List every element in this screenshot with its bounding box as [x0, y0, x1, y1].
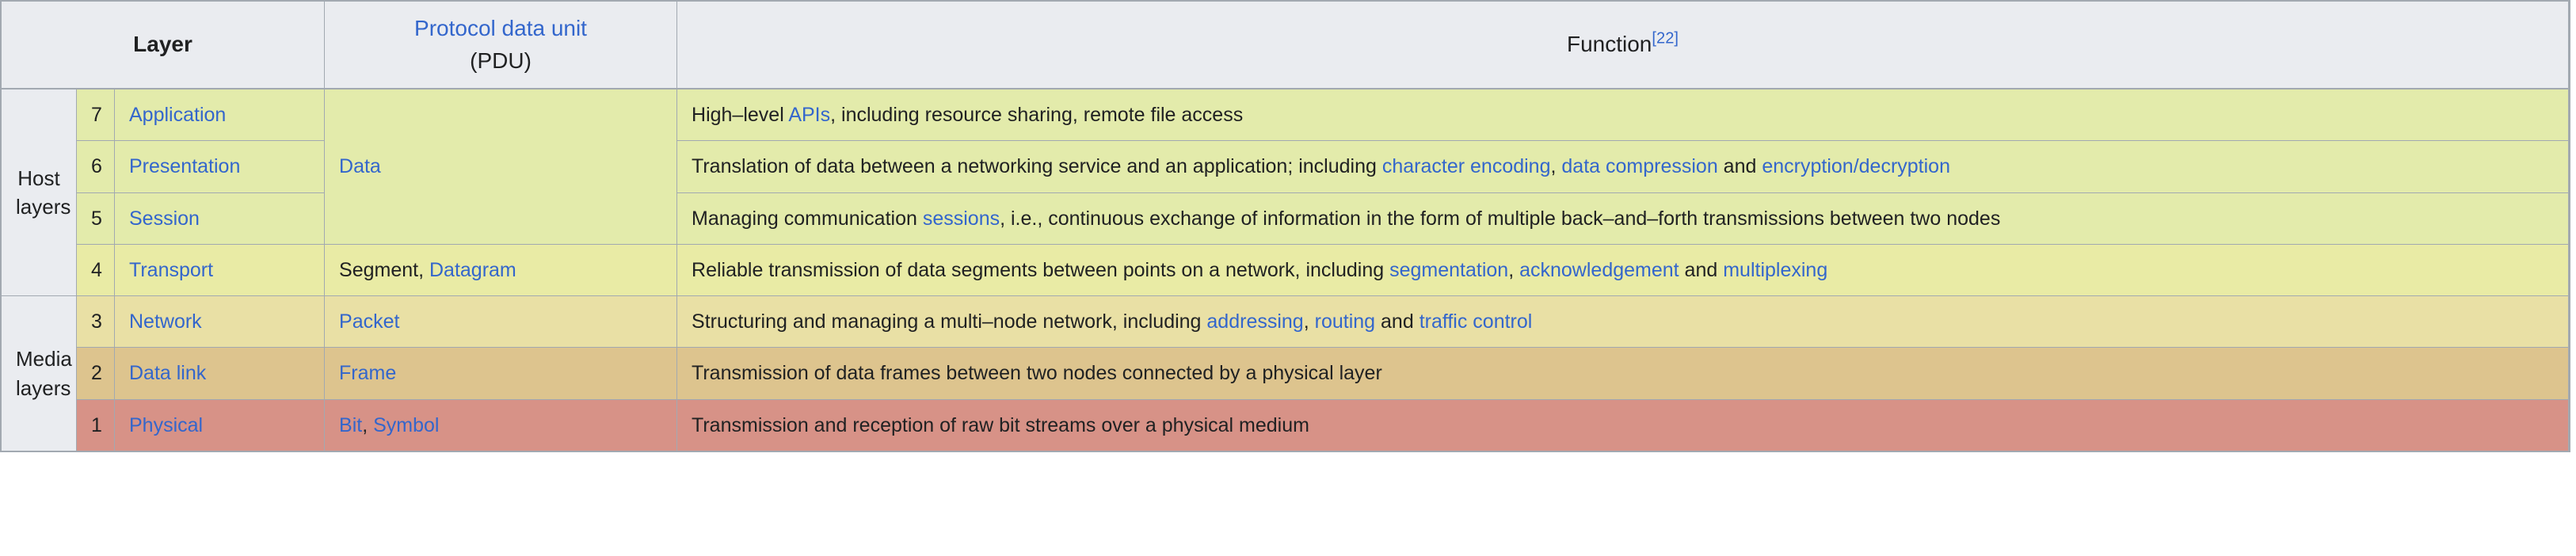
group-label-line1: Host — [17, 166, 60, 190]
pdu-cell-data-link: Frame — [324, 347, 678, 400]
layer-name-network: Network — [113, 295, 326, 348]
layer-link-transport[interactable]: Transport — [129, 258, 214, 281]
layer-link-application[interactable]: Application — [129, 104, 227, 127]
group-cell-host-layers: Host layers — [1, 88, 77, 297]
inline-link[interactable]: character encoding — [1381, 155, 1551, 178]
function-cell-session: Managing communication sessions, i.e., c… — [676, 192, 2569, 245]
inline-link[interactable]: Packet — [339, 310, 400, 333]
layer-name-data-link: Data link — [113, 347, 326, 400]
inline-text: and — [1717, 155, 1762, 178]
inline-link[interactable]: Bit — [339, 413, 363, 436]
inline-text: Translation of data between a networking… — [692, 155, 1382, 178]
layer-number-6: 6 — [76, 140, 115, 193]
layer-number-7: 7 — [76, 88, 115, 142]
layer-link-data-link[interactable]: Data link — [129, 362, 207, 385]
inline-text: , i.e., continuous exchange of informati… — [1000, 207, 2001, 230]
layer-number-1: 1 — [76, 398, 115, 451]
column-header-pdu: Protocol data unit (PDU) — [324, 1, 678, 90]
layer-name-transport: Transport — [113, 243, 326, 297]
layer-name-session: Session — [113, 192, 326, 245]
layer-link-physical[interactable]: Physical — [129, 413, 204, 436]
pdu-cell-data: Data — [324, 88, 678, 245]
inline-text: , — [1303, 310, 1315, 333]
table-row: Media layers 3 Network Packet Structurin… — [1, 295, 2569, 451]
header-row: Layer Protocol data unit (PDU) Function[… — [0, 1, 2569, 90]
function-cell-physical: Transmission and reception of raw bit st… — [676, 398, 2569, 451]
layer-name-application: Application — [113, 88, 326, 142]
layer-link-presentation[interactable]: Presentation — [129, 155, 241, 178]
inline-text: Transmission of data frames between two … — [692, 362, 1382, 385]
pdu-cell-transport: Segment, Datagram — [324, 243, 678, 297]
table-body: Host layers 7 Application Data High–leve… — [1, 88, 2569, 451]
table-row: 1 Physical Bit, Symbol Transmission and … — [2, 398, 2569, 451]
inline-text: , — [418, 258, 429, 281]
table-row: Host layers 7 Application Data High–leve… — [1, 88, 2569, 297]
layer-name-presentation: Presentation — [113, 140, 326, 193]
inline-link[interactable]: acknowledgement — [1519, 258, 1679, 281]
group-label-line1: Media — [16, 347, 72, 371]
inline-text: and — [1679, 258, 1724, 281]
pdu-cell-physical: Bit, Symbol — [324, 398, 678, 451]
column-header-function: Function[22] — [676, 1, 2569, 90]
reference-link-22[interactable]: [22] — [1652, 29, 1679, 48]
inline-text: , — [1550, 155, 1562, 178]
table-row: 4 Transport Segment, Datagram Reliable t… — [2, 243, 2569, 297]
function-cell-network: Structuring and managing a multi–node ne… — [676, 295, 2569, 348]
inline-link[interactable]: traffic control — [1419, 310, 1533, 333]
osi-model-table-container: Layer Protocol data unit (PDU) Function[… — [0, 0, 2570, 452]
reference-superscript[interactable]: [22] — [1652, 30, 1679, 48]
inline-link[interactable]: data compression — [1561, 155, 1718, 178]
group-label-line2: layers — [16, 375, 71, 400]
inline-text: Structuring and managing a multi–node ne… — [692, 310, 1207, 333]
table-header: Layer Protocol data unit (PDU) Function[… — [0, 1, 2569, 90]
pdu-header-link[interactable]: Protocol data unit — [414, 16, 587, 40]
group-label-line2: layers — [16, 195, 71, 219]
inline-link[interactable]: addressing — [1206, 310, 1304, 333]
column-header-layer: Layer — [0, 1, 326, 90]
osi-model-table: Layer Protocol data unit (PDU) Function[… — [0, 1, 2569, 451]
pdu-header-abbrev: (PDU) — [470, 48, 532, 73]
inline-text: and — [1375, 310, 1419, 333]
layer-number-3: 3 — [76, 295, 115, 348]
layer-name-physical: Physical — [113, 398, 326, 451]
inline-link[interactable]: routing — [1314, 310, 1376, 333]
inline-text: Segment — [339, 258, 419, 281]
inline-link[interactable]: Datagram — [429, 258, 516, 281]
inline-text: , — [362, 413, 374, 436]
inline-text: Transmission and reception of raw bit st… — [692, 413, 1309, 436]
pdu-link-data[interactable]: Data — [339, 155, 381, 178]
table-row: 2 Data link Frame Transmission of data f… — [2, 347, 2569, 400]
inline-link[interactable]: sessions — [922, 207, 1000, 230]
function-cell-application: High–level APIs, including resource shar… — [676, 88, 2569, 142]
layer-number-5: 5 — [76, 192, 115, 245]
inline-text: , — [1508, 258, 1520, 281]
inline-link[interactable]: Symbol — [373, 413, 440, 436]
inline-link[interactable]: Frame — [339, 362, 397, 385]
function-cell-data-link: Transmission of data frames between two … — [676, 347, 2569, 400]
inline-text: Reliable transmission of data segments b… — [692, 258, 1390, 281]
inline-link[interactable]: multiplexing — [1723, 258, 1828, 281]
inline-link[interactable]: APIs — [788, 104, 831, 127]
layer-link-session[interactable]: Session — [129, 207, 200, 230]
inline-text: High–level — [692, 104, 789, 127]
function-header-label: Function — [1566, 32, 1652, 57]
group-cell-media-layers: Media layers — [1, 295, 77, 451]
function-cell-transport: Reliable transmission of data segments b… — [676, 243, 2569, 297]
pdu-cell-network: Packet — [324, 295, 678, 348]
inline-link[interactable]: segmentation — [1389, 258, 1509, 281]
inline-text: , including resource sharing, remote fil… — [830, 104, 1244, 127]
layer-link-network[interactable]: Network — [129, 310, 202, 333]
inline-text: Managing communication — [692, 207, 923, 230]
table-row: 6 Presentation Translation of data betwe… — [2, 140, 2569, 193]
inline-link[interactable]: encryption/decryption — [1762, 155, 1950, 178]
table-row: 5 Session Managing communication session… — [2, 192, 2569, 245]
layer-number-4: 4 — [76, 243, 115, 297]
layer-number-2: 2 — [76, 347, 115, 400]
function-cell-presentation: Translation of data between a networking… — [676, 140, 2569, 193]
